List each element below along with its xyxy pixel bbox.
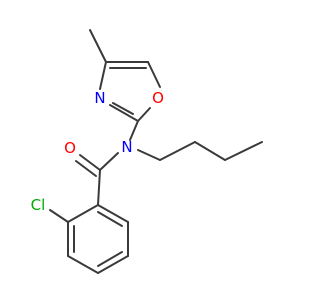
- bond-namide-ccarbonyl: [99, 152, 119, 171]
- atom-cl: Cl: [31, 196, 46, 214]
- bond-o1-c2: [137, 107, 151, 122]
- bond-benz-4-5-inner: [97, 251, 123, 267]
- bond-ccarbonyl-o-double: [75, 160, 97, 177]
- bond-c5-o1: [147, 61, 161, 88]
- bond-c2-n3: [109, 104, 139, 122]
- atom-n-oxazole: N: [94, 89, 105, 107]
- bond-butyl-c1-c2: [159, 141, 196, 161]
- atom-o-carbonyl: O: [64, 139, 76, 157]
- bond-benz-cl: [49, 209, 69, 223]
- bond-benz-4-5: [97, 255, 129, 274]
- bond-ccarbonyl-o: [79, 154, 101, 171]
- molecule-structure: O N N O Cl: [31, 29, 263, 274]
- bond-n3-c4: [99, 61, 107, 90]
- bond-c2-n3-double: [112, 102, 134, 115]
- bond-c2-namide: [129, 120, 139, 141]
- bond-benz-6-1-inner: [97, 211, 123, 227]
- bonds: [49, 29, 263, 274]
- bond-butyl-c2-c3: [194, 141, 226, 161]
- atom-labels: O N N O Cl: [31, 89, 164, 214]
- molecule-diagram: O N N O Cl: [31, 29, 263, 274]
- bond-methyl-c4: [89, 29, 107, 63]
- bond-namide-c1butyl: [137, 149, 161, 161]
- bond-ccarbonyl-benzene: [97, 169, 101, 206]
- atom-n-amide: N: [121, 138, 132, 156]
- bond-benz-1-2: [67, 204, 99, 223]
- bond-benz-3-4: [67, 255, 99, 274]
- bond-benz-6-1: [97, 204, 129, 223]
- bond-butyl-c3-c4: [224, 141, 263, 161]
- atom-o-oxazole: O: [152, 89, 164, 107]
